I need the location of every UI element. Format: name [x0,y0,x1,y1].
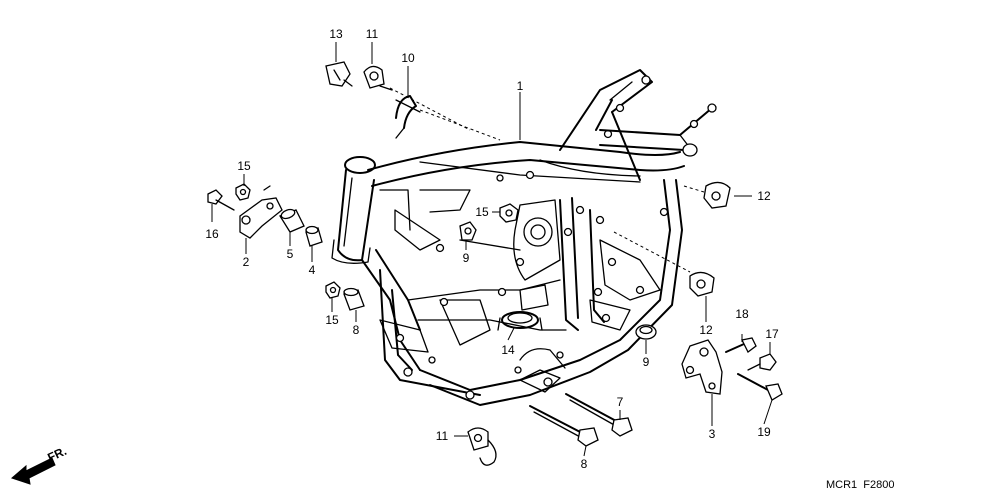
label-part-7: 7 [617,395,624,409]
label-part-15-center: 15 [475,205,489,219]
label-part-11-lower: 11 [436,429,449,443]
label-part-10: 10 [401,51,415,65]
label-part-9-right: 9 [643,355,650,369]
label-part-4: 4 [309,263,316,277]
part-2-bracket [239,185,283,239]
part-12-clamp-lower [689,271,715,297]
main-frame [331,69,717,406]
label-part-8-lower: 8 [581,457,588,471]
part-number-labels: 1 2 3 4 5 7 8 8 9 9 10 11 11 12 12 13 14… [205,27,779,471]
label-part-9-center: 9 [463,251,470,265]
label-part-11-upper: 11 [366,27,379,41]
part-16-bolt [207,189,235,211]
label-part-18: 18 [735,307,749,321]
label-part-19: 19 [757,425,771,439]
part-15-nut-lower-left [325,281,341,299]
part-4-rubber [305,225,323,247]
part-17-nut [747,353,777,371]
part-18-bolt [725,337,757,353]
part-15-nut-left [235,183,251,201]
part-15-nut-center [499,203,519,223]
label-part-12-lower: 12 [699,323,713,337]
part-11-clamp-lower [467,427,497,466]
part-13-clip [325,61,353,87]
label-part-3: 3 [709,427,716,441]
label-part-16: 16 [205,227,219,241]
label-part-14: 14 [501,343,515,357]
part-19-bolt [737,373,783,401]
part-7-bolt [565,393,633,437]
part-9-cap-right [635,324,657,340]
label-part-12-upper: 12 [757,189,771,203]
part-10-band [395,95,421,139]
front-direction-indicator: FR. [11,444,69,485]
front-arrow-icon [11,457,56,485]
label-part-15-left: 15 [237,159,251,173]
label-part-5: 5 [287,247,294,261]
part-5-collar [279,208,305,233]
label-part-15-lower: 15 [325,313,339,327]
front-label: FR. [45,444,68,465]
part-3-bracket [681,339,723,395]
label-part-13: 13 [329,27,343,41]
leader-lines [211,42,773,457]
part-11-clamp-upper [363,65,393,91]
figure-code: MCR1 F2800 [826,479,894,491]
label-part-1: 1 [517,79,524,93]
label-part-17: 17 [765,327,779,341]
part-14-band [497,311,543,331]
part-6-collar [343,287,365,311]
label-part-2: 2 [243,255,250,269]
part-9-grommet-center [459,221,477,241]
part-8-bolt [529,405,599,447]
label-part-8-upper: 8 [353,323,360,337]
part-12-clamp-upper [703,181,731,209]
